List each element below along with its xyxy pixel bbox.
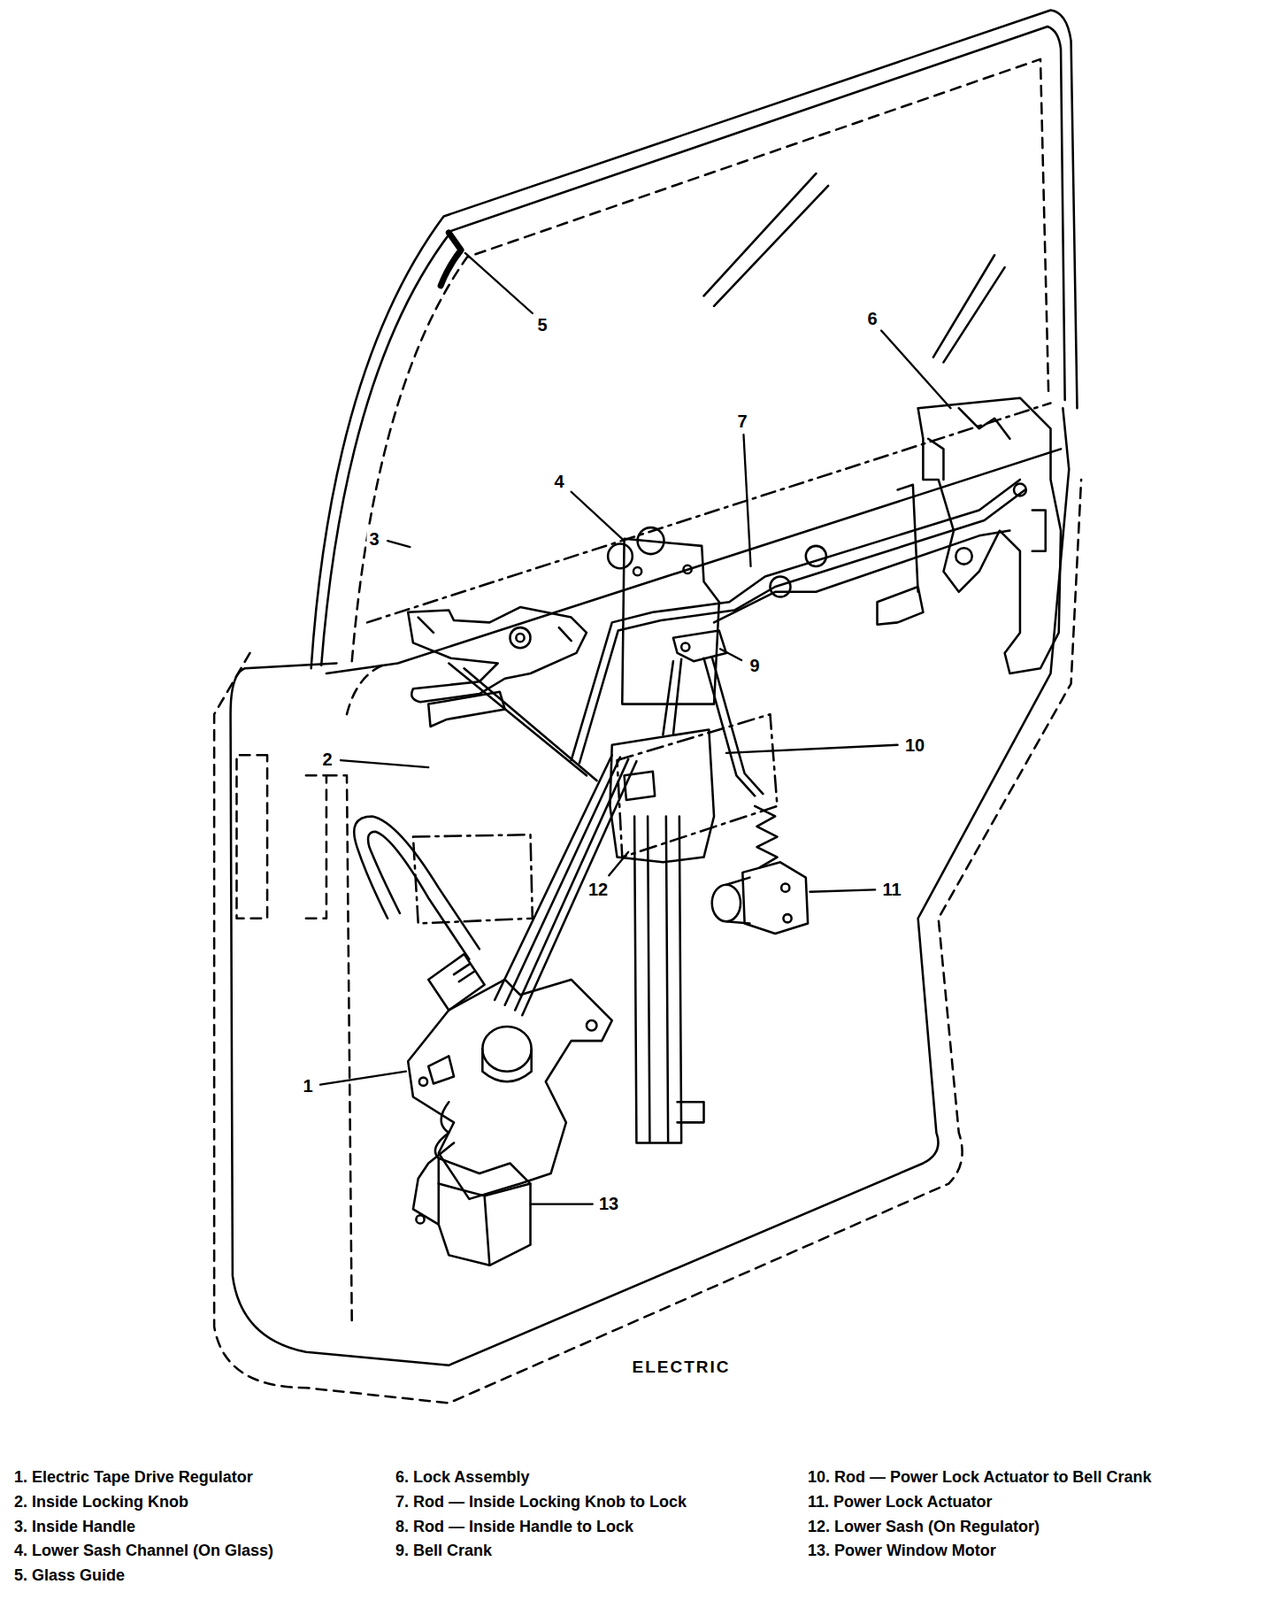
glass-reflection [704,173,1006,362]
parts-key-entry: 5. Glass Guide [14,1566,125,1585]
rod [579,489,1026,763]
callout-number: 5 [534,314,550,336]
drive-tape [494,754,637,1015]
callout-number: 6 [864,307,880,330]
parts-key-entry: 13. Power Window Motor [807,1542,997,1560]
callout-number: 11 [879,878,904,900]
leader-line [320,253,952,1205]
view-caption: ELECTRIC [632,1358,731,1377]
glass-edge [326,448,1061,674]
rod [662,659,682,735]
tape-guide [353,815,480,959]
parts-key-entry: 1. Electric Tape Drive Regulator [14,1468,254,1487]
bell-crank [673,630,727,662]
parts-key-entry: 11. Power Lock Actuator [807,1493,992,1512]
parts-key-entry: 8. Rod — Inside Handle to Lock [395,1518,634,1536]
inside-locking-knob [428,691,505,727]
window-frame-inner [321,26,1065,666]
access-hole [413,713,778,923]
door-body-outline [214,479,1082,1404]
rod [571,479,1021,760]
callout-number: 9 [746,654,762,676]
callout-number: 7 [734,410,750,432]
parts-key-entry: 9. Bell Crank [395,1542,492,1560]
window-frame [311,10,1078,669]
glass-guide [440,232,461,286]
parts-key-entry: 3. Inside Handle [14,1518,136,1536]
parts-key-entry: 4. Lower Sash Channel (On Glass) [14,1542,274,1560]
power-lock-actuator [742,861,808,934]
callout-number: 13 [596,1192,622,1214]
parts-key-entry: 7. Rod — Inside Locking Knob to Lock [395,1493,687,1512]
parts-key-entry: 10. Rod — Power Lock Actuator to Bell Cr… [807,1468,1152,1487]
lock-assembly [918,398,1061,674]
rod [713,530,1010,623]
inside-handle [407,606,587,702]
callout-number: 4 [551,470,567,492]
regulator-track [634,815,682,1143]
callout-number: 10 [902,734,928,756]
rod [448,662,597,781]
lower-sash [609,729,714,862]
callout-number: 1 [299,1074,315,1097]
parts-key-entry: 12. Lower Sash (On Regulator) [807,1518,1040,1536]
parts-key-entry: 2. Inside Locking Knob [14,1493,189,1512]
actuator-spring [754,805,777,868]
parts-key-entry: 6. Lock Assembly [395,1468,530,1487]
door-cutout [236,754,326,918]
callout-number: 3 [366,528,382,550]
callout-number: 12 [585,878,611,900]
door-body [230,407,1070,1366]
regulator-track [677,1101,705,1122]
power-window-motor [438,1158,531,1266]
callout-number: 2 [319,748,335,770]
